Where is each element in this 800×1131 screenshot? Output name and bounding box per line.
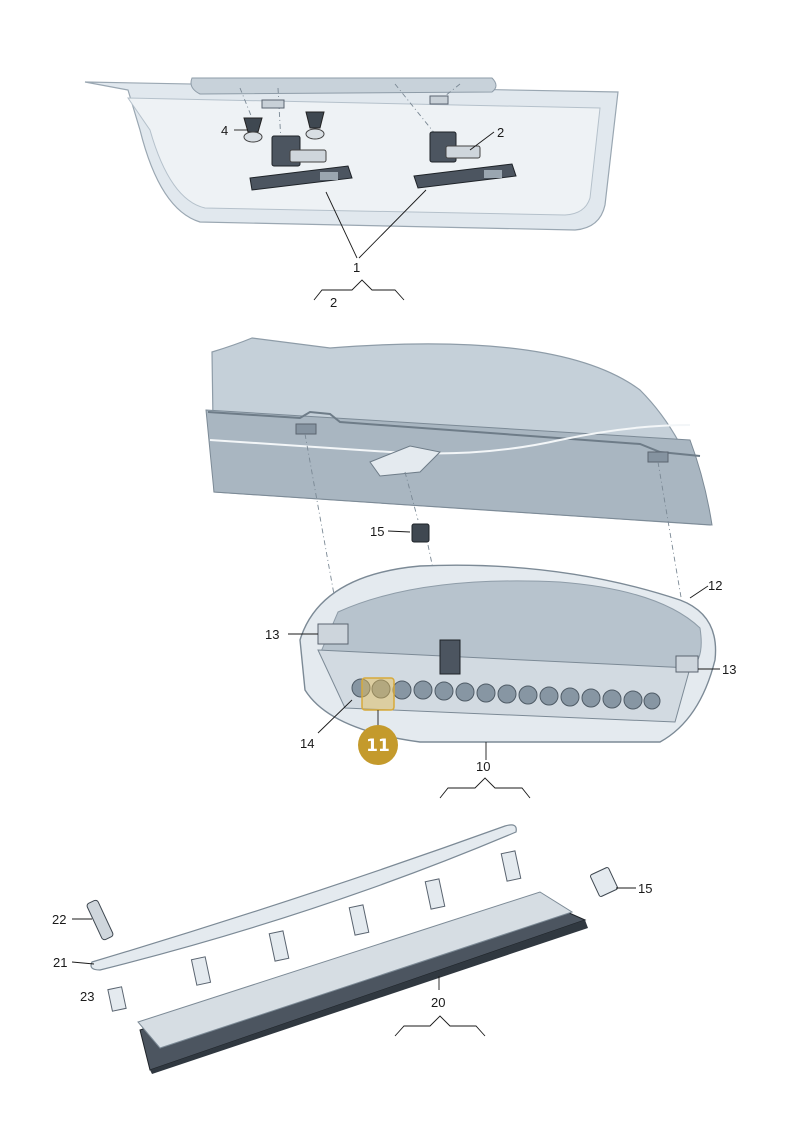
leader-line [358, 189, 427, 259]
mounting-clip [675, 655, 699, 673]
trim-strip [90, 824, 517, 971]
led-light [623, 690, 643, 710]
led-light [539, 686, 559, 706]
led-light [497, 684, 517, 704]
license-plate-lamp-right [413, 131, 517, 189]
led-light [455, 682, 475, 702]
callout-12: 12 [708, 578, 722, 593]
mount-bracket [369, 445, 442, 477]
callout-13-right: 13 [722, 662, 736, 677]
callout-21: 21 [53, 955, 67, 970]
led-light [413, 680, 433, 700]
callout-2-right: 2 [497, 125, 504, 140]
mounting-pin [86, 899, 114, 941]
section-brake-light-spoiler: 15 11 [205, 337, 736, 799]
callout-1: 1 [353, 260, 360, 275]
retainer-clips [107, 850, 522, 1012]
lamp-connector-lower [590, 867, 618, 897]
spoiler-rail [207, 410, 701, 457]
highlight-box[interactable] [361, 677, 395, 711]
dash-line [404, 471, 419, 521]
callout-13-left: 13 [265, 627, 279, 642]
leader-line [317, 699, 353, 734]
led-light [518, 685, 538, 705]
callout-4: 4 [221, 123, 228, 138]
led-light [476, 683, 496, 703]
group-bracket [439, 777, 531, 799]
group-bracket [313, 279, 405, 301]
leader-line [469, 131, 495, 151]
led-light [560, 687, 580, 707]
group-bracket [394, 1015, 486, 1037]
dash-line [239, 87, 253, 119]
leader-line [689, 585, 709, 599]
leader-line [325, 191, 358, 259]
bulb-socket-left [243, 117, 263, 143]
brake-light-housing [299, 564, 717, 743]
callout-14: 14 [300, 736, 314, 751]
led-light [392, 680, 412, 700]
tailgate-inner-recess [127, 97, 601, 216]
highlight-badge[interactable] [358, 725, 398, 765]
dash-line [439, 83, 461, 101]
callout-20: 20 [431, 995, 445, 1010]
led-light [434, 681, 454, 701]
spoiler-lower-face [205, 409, 713, 526]
led-light [371, 679, 391, 699]
connector-clip [261, 99, 285, 109]
license-plate-lamp-left [249, 135, 353, 191]
callout-10: 10 [476, 759, 490, 774]
callout-23: 23 [80, 989, 94, 1004]
led-light [602, 689, 622, 709]
highlight-badge-label: 11 [366, 736, 390, 756]
leader-line [71, 961, 95, 965]
mount-slot [295, 423, 317, 435]
dash-line [304, 433, 336, 601]
led-light [351, 678, 371, 698]
led-light [643, 692, 661, 710]
mount-slot [647, 451, 669, 463]
connector-clip [429, 95, 449, 105]
light-strip-body [137, 891, 588, 1074]
handle-strip [190, 77, 497, 95]
callout-2-group: 2 [330, 295, 337, 310]
section-license-plate-lights: 4 2 1 2 [84, 77, 619, 310]
callout-15-lower: 15 [638, 881, 652, 896]
callout-15-upper: 15 [370, 524, 384, 539]
led-light [581, 688, 601, 708]
mounting-clip [317, 623, 349, 645]
mounting-tab [439, 639, 461, 675]
section-light-strip: 15 22 21 23 20 [52, 824, 652, 1074]
leader-line [387, 530, 411, 533]
callout-22: 22 [52, 912, 66, 927]
bulb-socket-right [305, 111, 325, 140]
lamp-connector [411, 523, 430, 543]
